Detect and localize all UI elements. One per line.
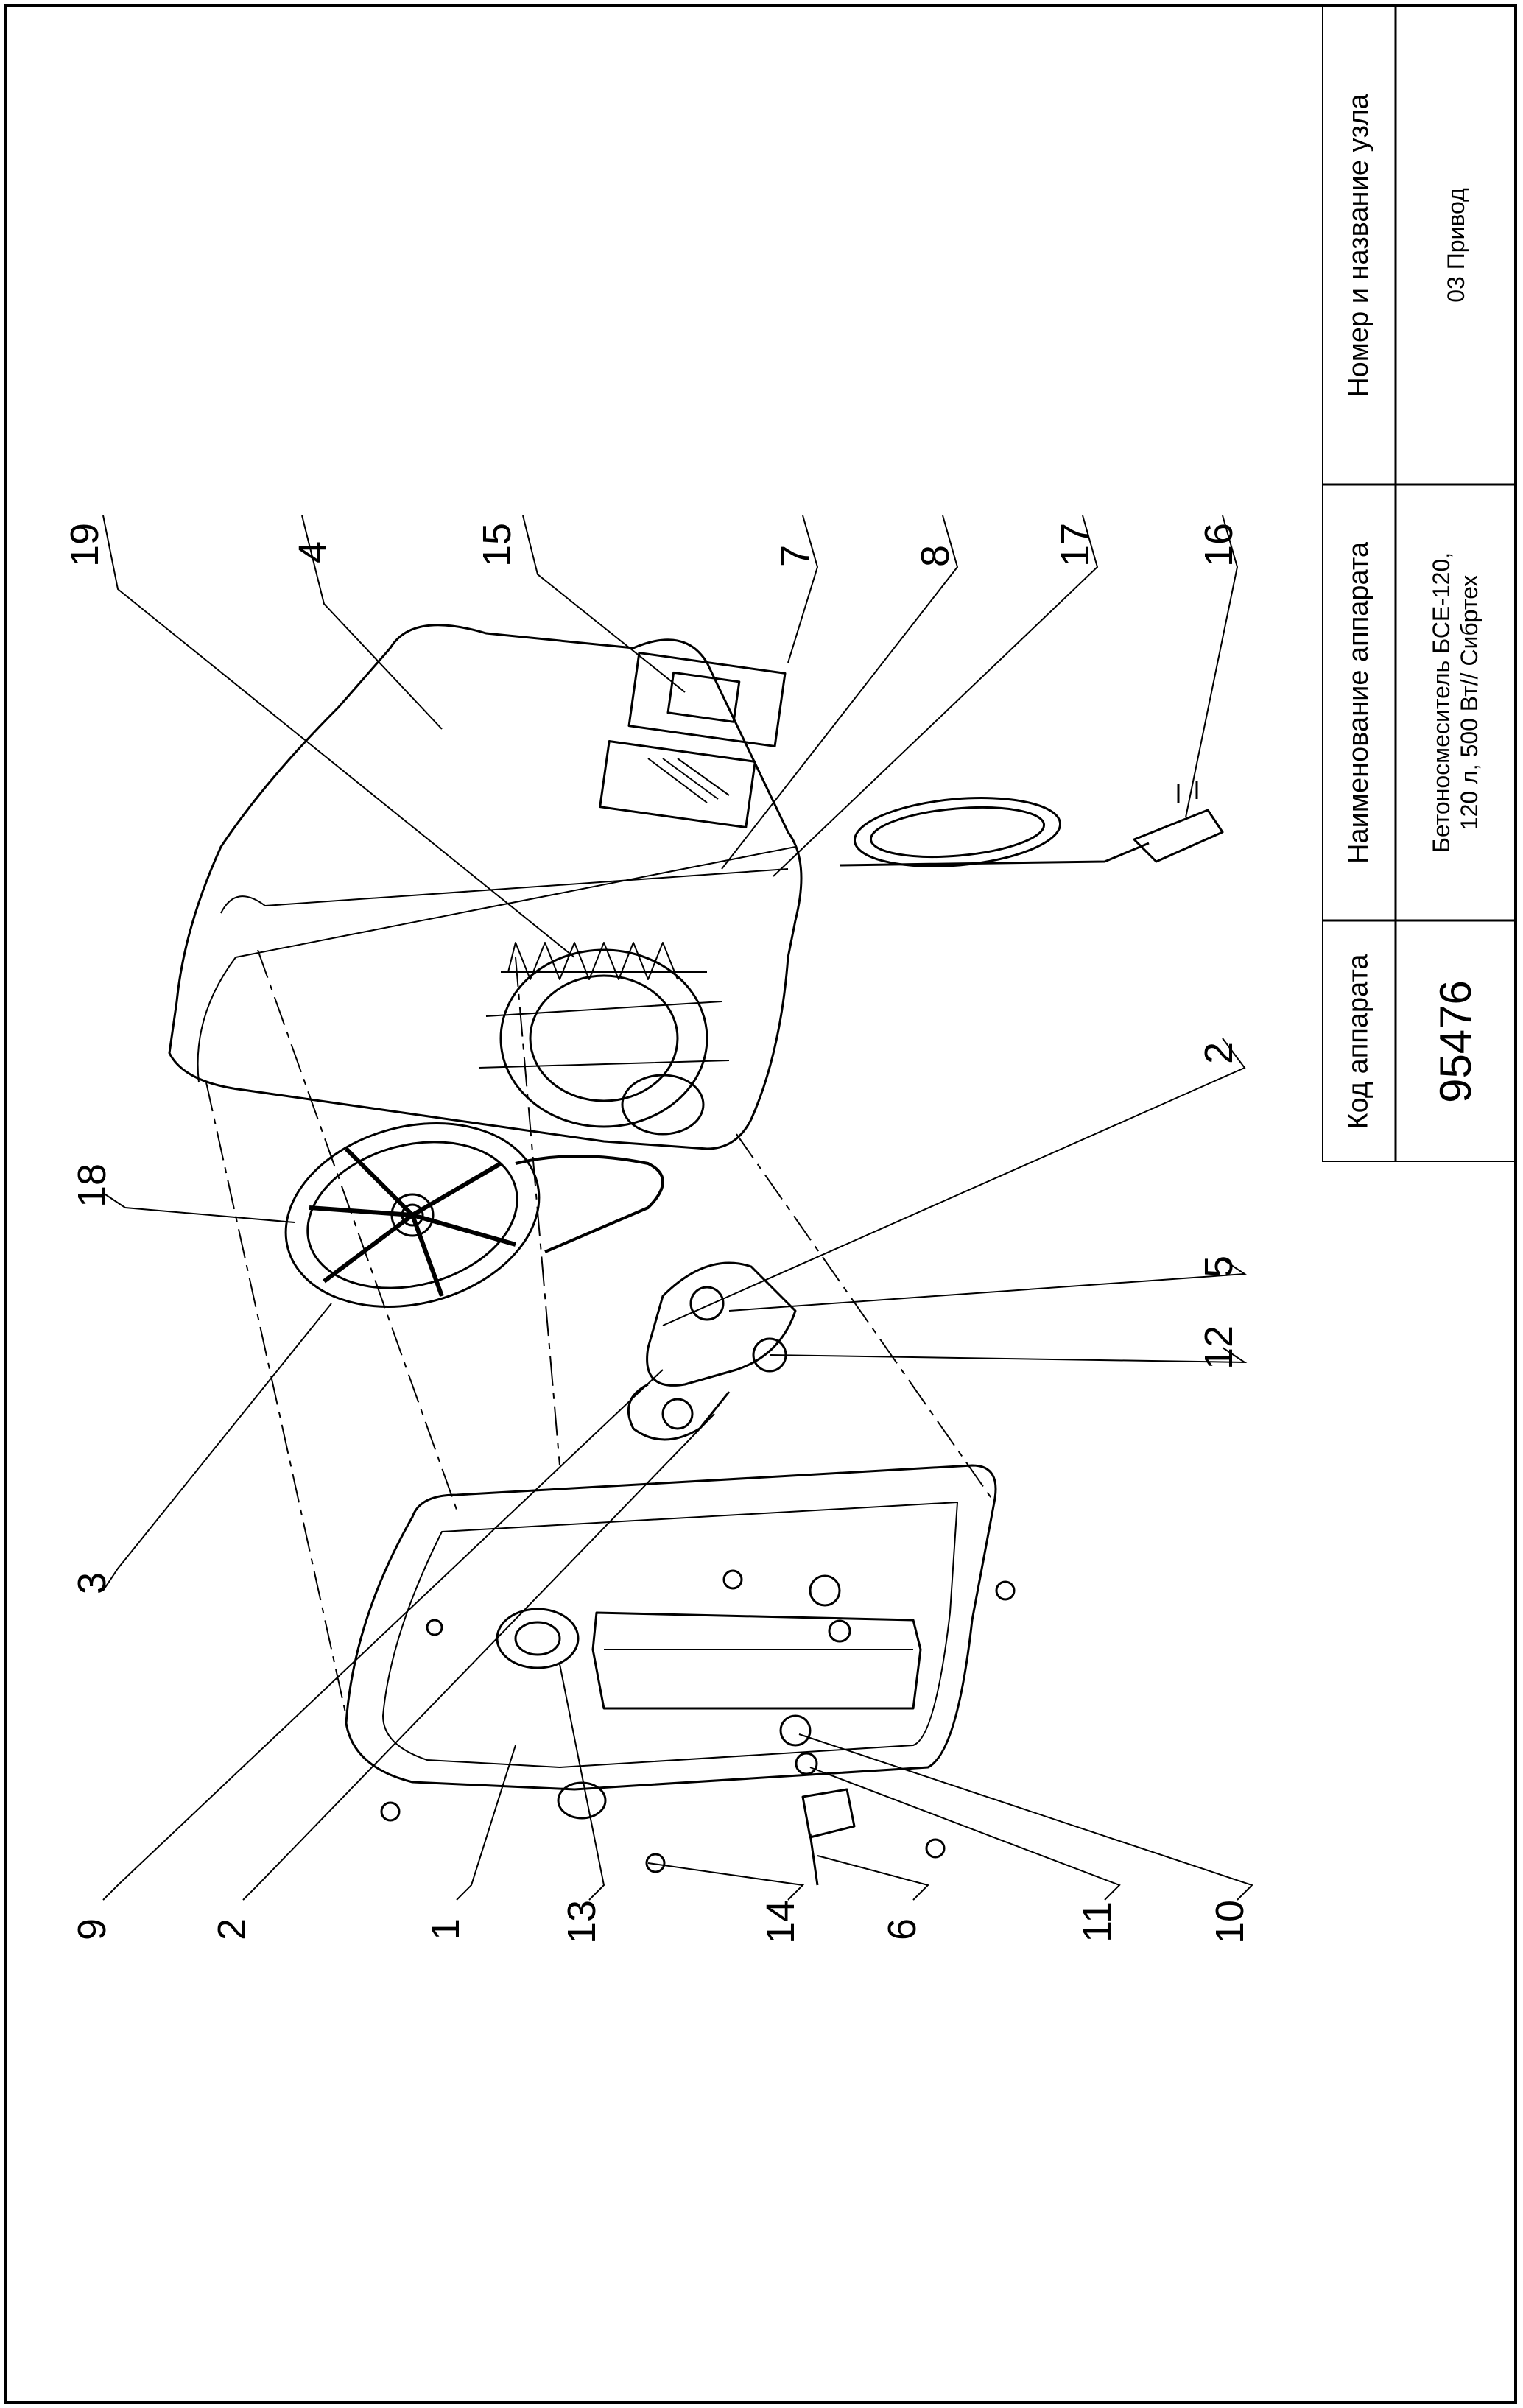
callout-19: 19	[63, 522, 107, 568]
name-value: Бетоносмеситель БСЕ-120, 120 л, 500 Вт//…	[1428, 552, 1484, 853]
washer	[779, 1714, 812, 1747]
code-value: 95476	[1431, 979, 1481, 1103]
callout-4: 4	[291, 541, 335, 564]
screw	[380, 1801, 401, 1822]
callout-6: 6	[880, 1918, 924, 1941]
callout-18: 18	[70, 1163, 114, 1208]
motor-body	[499, 948, 708, 1128]
callout-2-top: 2	[1197, 1041, 1241, 1065]
v-belt	[515, 1155, 664, 1253]
screw	[426, 1619, 443, 1636]
retaining-ring	[557, 1781, 607, 1820]
callout-17: 17	[1053, 522, 1097, 568]
callout-9: 9	[70, 1918, 114, 1941]
power-plug	[1133, 809, 1224, 863]
exploded-drive-assembly	[168, 624, 1224, 1886]
screw	[645, 1853, 666, 1873]
mounting-bar	[591, 1611, 922, 1710]
nut	[795, 1752, 818, 1775]
code-header: Код аппарата	[1343, 953, 1374, 1130]
nut	[828, 1619, 851, 1643]
motor-bracket	[646, 1261, 797, 1387]
bearing-seat	[496, 1608, 580, 1669]
callout-2-bottom: 2	[210, 1918, 254, 1941]
callout-14: 14	[759, 1899, 803, 1945]
cover-plate	[345, 1464, 997, 1791]
washer	[809, 1574, 841, 1607]
callout-15: 15	[475, 522, 519, 568]
node-value: 03 Привод	[1442, 188, 1469, 303]
callout-13: 13	[560, 1899, 604, 1945]
title-block-grid	[1322, 6, 1516, 1162]
screw	[722, 1569, 743, 1590]
screw	[995, 1580, 1016, 1601]
bolt	[801, 1788, 856, 1886]
name-value-line1: Бетоносмеситель БСЕ-120,	[1428, 552, 1455, 853]
callout-12: 12	[1197, 1325, 1241, 1370]
power-cord-loop	[853, 797, 1062, 867]
callout-7: 7	[773, 544, 817, 568]
callout-5: 5	[1197, 1255, 1241, 1278]
callout-10: 10	[1208, 1899, 1252, 1945]
pulley	[284, 1122, 541, 1308]
callout-3: 3	[70, 1571, 114, 1595]
leader-lines	[102, 515, 1253, 1901]
callout-1: 1	[423, 1918, 468, 1941]
callout-11: 11	[1075, 1901, 1119, 1943]
screw	[925, 1838, 946, 1859]
node-header: Номер и название узла	[1343, 93, 1374, 398]
sheet-border	[4, 4, 1517, 2404]
title-block: Номер и название узла 03 Привод Наименов…	[1322, 6, 1516, 1162]
callout-8: 8	[913, 544, 957, 568]
callout-16: 16	[1197, 522, 1241, 568]
motor-housing-cover	[168, 624, 803, 1150]
switch-box	[627, 652, 787, 747]
name-value-line2: 120 л, 500 Вт// Сибртех	[1456, 574, 1483, 831]
name-header: Наименование аппарата	[1343, 541, 1374, 864]
